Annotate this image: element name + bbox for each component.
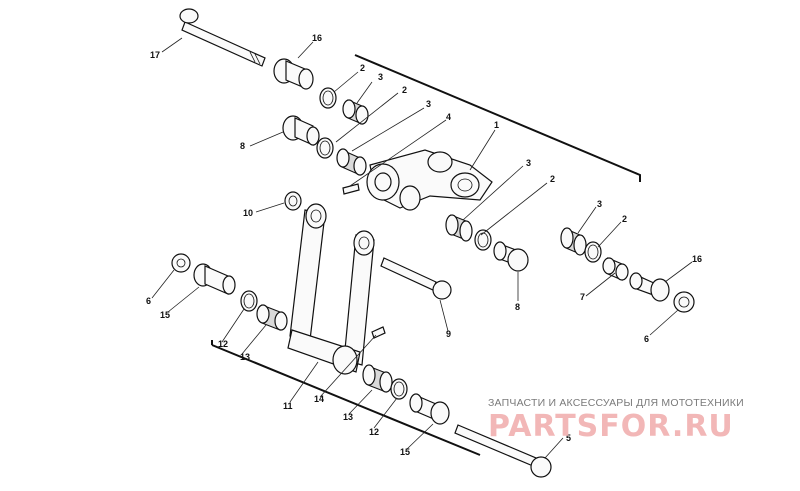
callout-11: 11 xyxy=(283,401,293,411)
rocker-arm-1 xyxy=(366,149,493,211)
callout-2-d: 2 xyxy=(622,214,627,224)
grease-nipple-4 xyxy=(342,183,360,195)
callout-8-lower: 8 xyxy=(515,302,520,312)
flanged-bushing-16-upper xyxy=(273,58,314,90)
needle-bearing-13-left xyxy=(256,304,288,331)
callout-10: 10 xyxy=(243,208,253,218)
callout-15-left: 15 xyxy=(160,310,170,320)
callout-numbers: 17 16 2 3 2 3 4 1 8 3 2 3 2 10 16 7 6 15… xyxy=(146,33,702,457)
bolt-9 xyxy=(380,257,452,300)
seal-12-bottom xyxy=(390,378,408,400)
callout-8-upper: 8 xyxy=(240,141,245,151)
flanged-bushing-8-lower xyxy=(493,241,529,272)
callout-3-b: 3 xyxy=(426,99,431,109)
watermark-logo: PARTSFOR.RU xyxy=(488,409,734,444)
needle-bearing-3-right xyxy=(560,227,587,256)
seal-2-upper-a xyxy=(319,87,337,109)
link-rod-11 xyxy=(287,203,375,375)
seal-2-upper-b xyxy=(316,137,334,159)
callout-2-a: 2 xyxy=(360,63,365,73)
bolt-5 xyxy=(454,424,552,478)
callout-14: 14 xyxy=(314,394,324,404)
needle-bearing-3-upper-b xyxy=(336,148,367,176)
callout-17: 17 xyxy=(150,50,160,60)
collar-7 xyxy=(602,257,629,281)
callout-7: 7 xyxy=(580,292,585,302)
seal-12-left xyxy=(240,290,258,312)
callout-1: 1 xyxy=(494,120,499,130)
callout-3-d: 3 xyxy=(597,199,602,209)
nut-6-right xyxy=(673,291,695,313)
callout-9: 9 xyxy=(446,329,451,339)
grease-nipple-14 xyxy=(371,326,386,339)
callout-13-left: 13 xyxy=(240,352,250,362)
assembly-bracket-upper xyxy=(354,54,641,182)
callout-13-bottom: 13 xyxy=(343,412,353,422)
flanged-bushing-8-upper xyxy=(282,115,320,146)
watermark-title: ЗАПЧАСТИ И АКСЕССУАРЫ ДЛЯ МОТОТЕХНИКИ xyxy=(488,397,744,409)
callout-2-b: 2 xyxy=(402,85,407,95)
leader-lines xyxy=(151,37,693,459)
nut-6-left xyxy=(171,253,191,273)
nut-10 xyxy=(284,191,302,211)
callout-6-right: 6 xyxy=(644,334,649,344)
callout-12-left: 12 xyxy=(218,339,228,349)
flanged-bushing-15-left xyxy=(193,263,236,295)
callout-16-lower: 16 xyxy=(692,254,702,264)
callout-15-bottom: 15 xyxy=(400,447,410,457)
callout-3-c: 3 xyxy=(526,158,531,168)
assembly-bracket-lower xyxy=(211,340,481,456)
callout-5: 5 xyxy=(566,433,571,443)
bolt-17 xyxy=(179,8,266,67)
callout-2-c: 2 xyxy=(550,174,555,184)
needle-bearing-13-bottom xyxy=(362,364,393,393)
needle-bearing-3-mid xyxy=(445,214,473,242)
flanged-bushing-15-bottom xyxy=(409,393,450,425)
needle-bearing-3-upper-a xyxy=(342,99,369,125)
callout-16-upper: 16 xyxy=(312,33,322,43)
callout-6-left: 6 xyxy=(146,296,151,306)
callout-12-bottom: 12 xyxy=(369,427,379,437)
callout-3-a: 3 xyxy=(378,72,383,82)
flanged-bushing-16-lower xyxy=(629,272,670,302)
callout-4: 4 xyxy=(446,112,451,122)
seal-2-right xyxy=(584,241,602,263)
